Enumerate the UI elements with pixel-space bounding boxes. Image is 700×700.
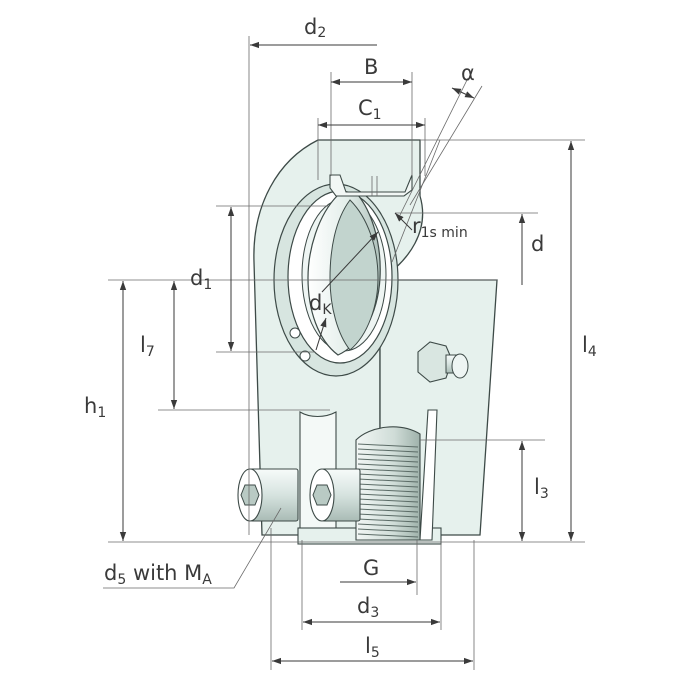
retaining-ring-marker-b (299, 350, 311, 362)
label-r1s-min: r1s min (412, 214, 468, 241)
label-d: d (531, 232, 544, 256)
clamp-screw-right (309, 468, 361, 522)
thread-line (357, 498, 419, 503)
label-d1: d1 (190, 266, 212, 293)
label-dK: dK (309, 291, 332, 318)
thread-line (357, 508, 419, 513)
label-l5: l5 (365, 634, 380, 661)
thread-line (357, 518, 419, 523)
label-B: B (364, 55, 378, 79)
thread-line (357, 493, 419, 498)
thread-line (357, 483, 419, 488)
thread-line (357, 513, 419, 518)
thread-line (357, 533, 419, 538)
thread-line (357, 478, 419, 483)
thread-line (357, 468, 419, 473)
inner-ring-bore (329, 199, 379, 351)
label-G: G (363, 556, 379, 580)
label-d2: d2 (304, 15, 326, 41)
thread-line (357, 448, 419, 453)
clamp-screw-left (237, 468, 299, 522)
thread-line (357, 453, 419, 458)
label-d3: d3 (357, 594, 379, 621)
label-d5-with-MA: d5 with MA (104, 561, 212, 588)
label-C1: C1 (358, 96, 382, 123)
dimension-lines (103, 36, 585, 670)
thread-line (357, 523, 419, 528)
retaining-ring-marker-a (289, 327, 301, 339)
thread-line (357, 488, 419, 493)
thread-line (357, 443, 419, 448)
label-h1: h1 (84, 394, 106, 421)
thread-line (357, 528, 419, 533)
label-l7: l7 (140, 333, 155, 360)
label-l4: l4 (582, 333, 597, 360)
thread-line (357, 458, 419, 463)
threaded-section (355, 409, 438, 541)
thread-line (357, 473, 419, 478)
dimension-labels: d2 B C1 α r1s min d d1 dK l7 h1 l4 l3 G … (84, 15, 597, 661)
label-l3: l3 (534, 475, 549, 502)
thread-line (357, 503, 419, 508)
outer-ring-top (329, 174, 413, 197)
thread-line (357, 463, 419, 468)
label-alpha: α (461, 61, 475, 85)
grease-nipple (417, 341, 469, 383)
